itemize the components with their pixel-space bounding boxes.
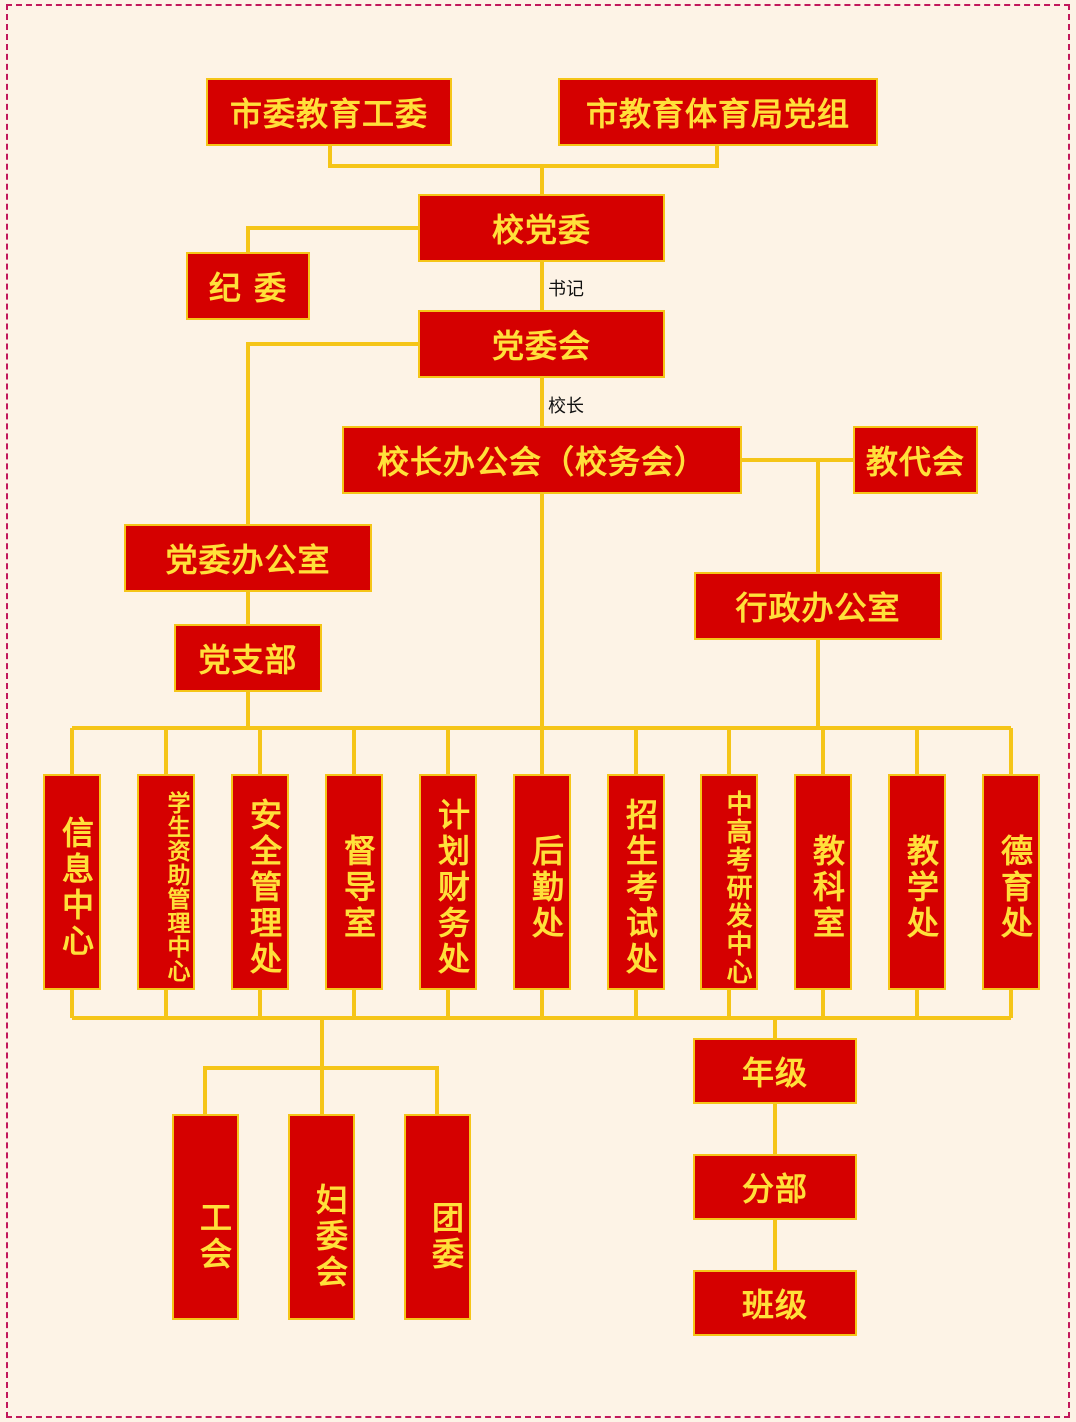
connector-top [328, 144, 719, 168]
dept-moral-education: 德育处 [982, 774, 1040, 990]
dept-student-aid-center: 学生资助管理中心 [137, 774, 195, 990]
party-branch: 党支部 [174, 624, 322, 692]
principal-office-meeting: 校长办公会（校务会） [342, 426, 742, 494]
org-youth-league: 团委 [404, 1114, 471, 1320]
page-border [6, 4, 1070, 1418]
branch-campus: 分部 [693, 1154, 857, 1220]
school-party-committee: 校党委 [418, 194, 665, 262]
dept-planning-finance: 计划财务处 [419, 774, 477, 990]
party-committee-meeting: 党委会 [418, 310, 665, 378]
staff-congress: 教代会 [853, 426, 978, 494]
admin-office: 行政办公室 [694, 572, 942, 640]
discipline-committee: 纪 委 [186, 252, 310, 320]
dept-teaching: 教学处 [888, 774, 946, 990]
class: 班级 [693, 1270, 857, 1336]
connector-party-office [246, 342, 420, 526]
dept-bottom-drops [70, 988, 1013, 1018]
city-education-sports-bureau: 市教育体育局党组 [558, 78, 878, 146]
dept-logistics: 后勤处 [513, 774, 571, 990]
grade: 年级 [693, 1038, 857, 1104]
dept-admissions-exams: 招生考试处 [607, 774, 665, 990]
city-education-committee: 市委教育工委 [206, 78, 452, 146]
org-women-committee: 妇委会 [288, 1114, 355, 1320]
principal-label: 校长 [548, 396, 584, 417]
party-office: 党委办公室 [124, 524, 372, 592]
dept-exam-research-center: 中高考研发中心 [700, 774, 758, 990]
secretary-label: 书记 [548, 279, 584, 300]
dept-supervision: 督导室 [325, 774, 383, 990]
org-labor-union: 工会 [172, 1114, 239, 1320]
dept-top-drops [70, 728, 1013, 776]
dept-info-center: 信息中心 [43, 774, 101, 990]
dept-research-office: 教科室 [794, 774, 852, 990]
connector-discipline [246, 226, 420, 254]
dept-safety-management: 安全管理处 [231, 774, 289, 990]
